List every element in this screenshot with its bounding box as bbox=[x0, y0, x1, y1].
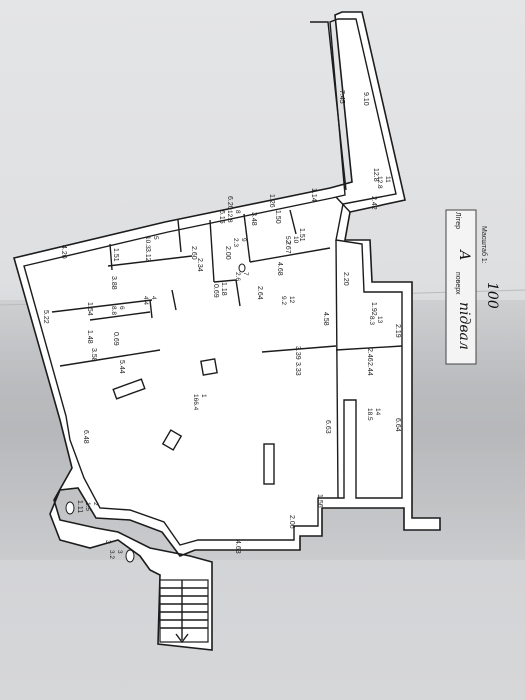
dimension-label: 4.68 bbox=[276, 262, 283, 276]
room-area: 8.3 bbox=[368, 316, 375, 325]
room-number: 1 bbox=[200, 394, 207, 398]
dimension-label: 3.58 bbox=[90, 348, 97, 362]
dimension-label: 3.12 bbox=[144, 248, 151, 262]
dimension-label: 2.42 bbox=[370, 196, 377, 210]
dimension-label: 1.50 bbox=[274, 210, 281, 224]
dimension-label: 4.20 bbox=[60, 245, 67, 259]
corner-stub bbox=[335, 196, 351, 213]
room-number: 12 bbox=[288, 296, 295, 304]
dimension-label: 2.64 bbox=[256, 286, 263, 300]
letter-value: А bbox=[456, 249, 472, 261]
room-number: 6 bbox=[118, 306, 125, 310]
room-area: 10.3 bbox=[144, 236, 151, 249]
dimension-label: 2.19 bbox=[394, 324, 401, 338]
dimension-label: 12.8 bbox=[372, 168, 379, 182]
room-area: 5.7 bbox=[284, 236, 291, 245]
dimension-label: 0.69 bbox=[212, 284, 219, 298]
room-area: 4.4 bbox=[142, 296, 149, 305]
dimension-label: 1.51 bbox=[112, 248, 119, 262]
dimension-label: 2.06 bbox=[288, 515, 295, 529]
room-number: 13 bbox=[376, 316, 383, 324]
dimension-label: 2.34 bbox=[196, 258, 203, 272]
room-number: 8 bbox=[234, 210, 241, 214]
dimension-label: 3.33 bbox=[294, 362, 301, 376]
room-area: 12.8 bbox=[376, 176, 383, 189]
room-labels: 1166.41418.5138.3129.21112.8812.8510.368… bbox=[84, 176, 391, 559]
room-area: 2.6 bbox=[234, 272, 241, 281]
scale-label: Масштаб 1: bbox=[480, 226, 488, 264]
dimension-label: 1.54 bbox=[86, 302, 93, 316]
dimension-label: 2.67 bbox=[284, 240, 291, 254]
room-number: 5 bbox=[152, 236, 159, 240]
legend-box: Масштаб 1: 100 Літер А поверх підвал bbox=[445, 209, 500, 365]
room-area: 9.2 bbox=[280, 296, 287, 305]
dimension-label: 1.51 bbox=[298, 228, 305, 242]
dimension-label: 1.56 bbox=[316, 494, 323, 508]
dimension-label: 1.18 bbox=[220, 282, 227, 296]
room-number: 11 bbox=[384, 176, 391, 183]
outer-wall bbox=[13, 11, 441, 651]
room-number: 3 bbox=[116, 550, 123, 554]
dimension-label: 6.64 bbox=[394, 418, 401, 432]
room-number: 4 bbox=[150, 296, 157, 300]
dimension-label: 2.20 bbox=[342, 272, 349, 286]
top-corridor-wall bbox=[310, 21, 347, 191]
room-area: 166.4 bbox=[192, 394, 199, 411]
dimension-label: 2.00 bbox=[224, 246, 231, 260]
room-number: 7 bbox=[242, 272, 249, 276]
inner-wall-outline bbox=[23, 18, 403, 546]
dimension-label: 3.39 bbox=[294, 346, 301, 360]
dimension-label: 5.44 bbox=[118, 360, 125, 374]
stairs-mark: 3 bbox=[104, 540, 111, 544]
floor-value: підвал bbox=[456, 302, 472, 350]
dimension-label: 4.58 bbox=[322, 312, 329, 326]
staircase bbox=[159, 579, 209, 644]
room-area: 3.2 bbox=[108, 550, 115, 559]
floor-label: поверх bbox=[454, 272, 461, 295]
dimension-label: 3.88 bbox=[110, 276, 117, 290]
dimension-label: 3.48 bbox=[250, 212, 257, 226]
dimension-label: 1.26 bbox=[268, 194, 275, 208]
room-area: 2.3 bbox=[232, 238, 239, 247]
dimension-label: 2.44 bbox=[366, 362, 373, 376]
scale-value: 100 bbox=[484, 282, 500, 309]
columns bbox=[112, 358, 275, 485]
room-number: 9 bbox=[240, 238, 247, 242]
room-area: 1.5 bbox=[84, 502, 91, 511]
dimension-label: 1.14 bbox=[310, 188, 317, 202]
dimension-label: 1.48 bbox=[86, 330, 93, 344]
dimension-label: 1.11 bbox=[76, 500, 83, 513]
dimension-label: 5.22 bbox=[42, 310, 49, 324]
room-number: 2 bbox=[92, 502, 99, 506]
dimension-label: 2.46 bbox=[366, 348, 373, 362]
dimension-label: 0.69 bbox=[112, 332, 119, 346]
dimension-label: 9.10 bbox=[362, 92, 369, 106]
room-number: 14 bbox=[374, 408, 381, 416]
letter-label: Літер bbox=[454, 212, 462, 229]
partitions bbox=[51, 209, 403, 499]
room-area: 18.5 bbox=[366, 408, 373, 421]
dimension-label: 7.45 bbox=[338, 90, 345, 104]
dimension-label: 6.63 bbox=[324, 420, 331, 434]
dimension-label: 2.60 bbox=[190, 246, 197, 260]
room-area: 12.8 bbox=[226, 210, 233, 223]
room-number: 10 bbox=[292, 236, 299, 244]
dimension-label: 6.20 bbox=[226, 196, 233, 210]
dimension-label: 4.63 bbox=[234, 540, 241, 554]
dimension-label: 6.48 bbox=[82, 430, 89, 444]
room-area: 8.8 bbox=[110, 306, 117, 315]
toilet-fixtures bbox=[65, 263, 246, 563]
dimension-label: 1.92 bbox=[370, 302, 377, 316]
dimension-label: 6.15 bbox=[218, 210, 225, 224]
